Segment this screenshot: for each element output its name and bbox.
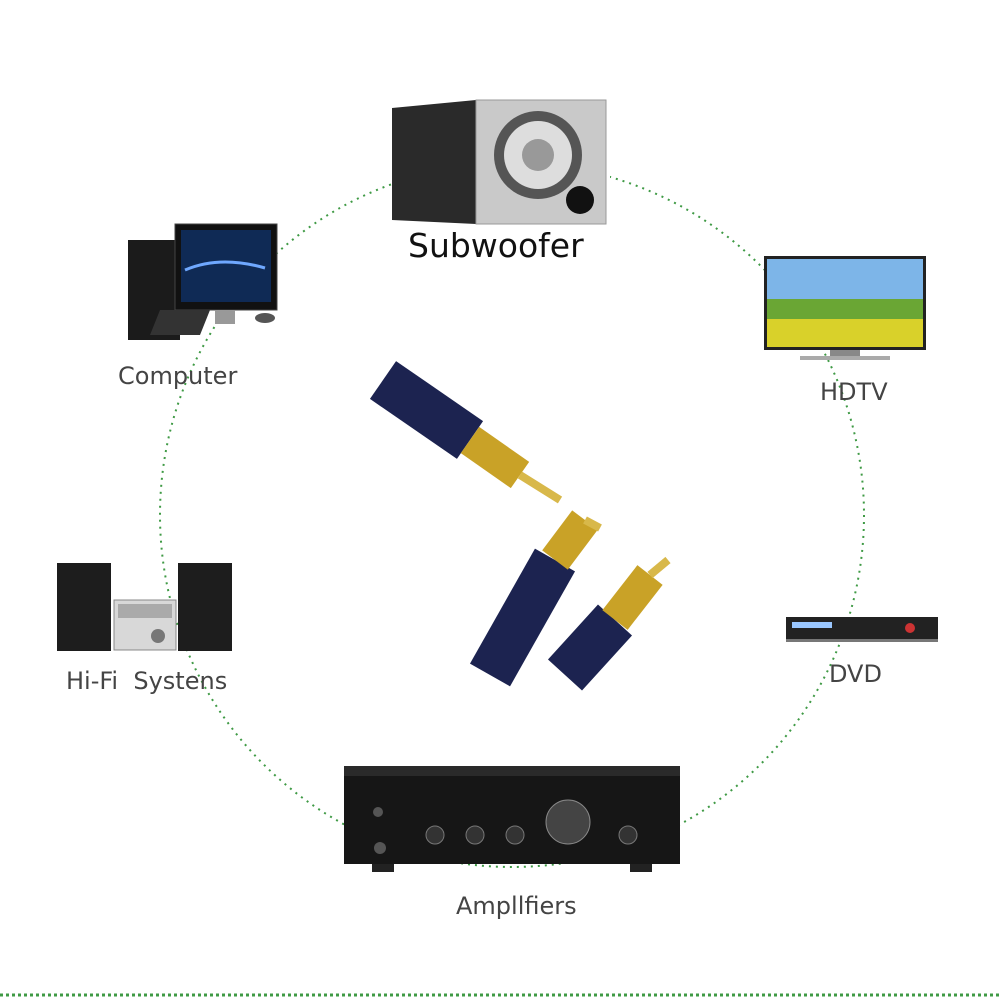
hdtv-label: HDTV <box>820 378 888 406</box>
amplifier-image <box>344 766 680 872</box>
subwoofer-label: Subwoofer <box>408 226 584 265</box>
dvd-player-image <box>786 617 938 642</box>
connection-circle <box>159 162 865 868</box>
amplifiers-label: Ampllfiers <box>456 892 577 920</box>
rca-cable-image <box>369 361 671 691</box>
hifi-system-image <box>57 563 232 651</box>
computer-label: Computer <box>118 362 238 390</box>
computer-image <box>128 223 278 340</box>
subwoofer-image <box>392 99 610 225</box>
dvd-label: DVD <box>829 660 882 688</box>
hifi-label: Hi-Fi Systens <box>66 667 228 695</box>
hdtv-image <box>764 256 926 360</box>
